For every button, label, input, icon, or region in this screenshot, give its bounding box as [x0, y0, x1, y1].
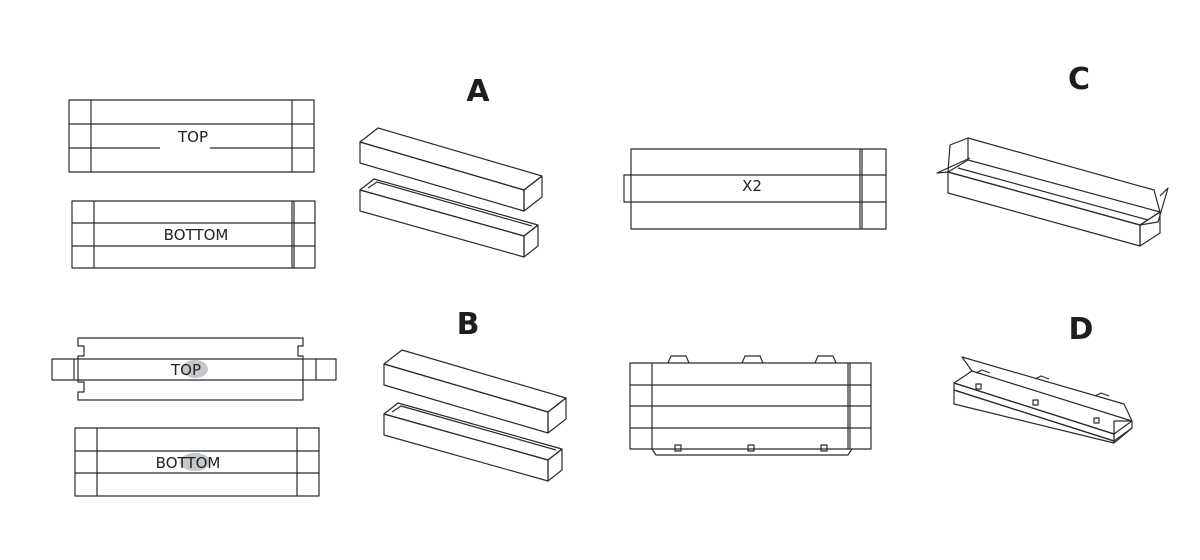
- label-d: D: [1069, 312, 1094, 347]
- highlight-mark: [182, 360, 208, 378]
- bottom-panel-a: BOTTOM: [71, 200, 316, 269]
- bottom-label-b: BOTTOM: [156, 454, 221, 472]
- top-panel-a: TOP: [68, 99, 315, 173]
- x2-label: X2: [742, 177, 762, 195]
- d-panel: [629, 355, 872, 456]
- top-label-a: TOP: [177, 128, 208, 146]
- bottom-label-a: BOTTOM: [164, 226, 229, 244]
- box-d-open: [953, 356, 1133, 444]
- top-panel-b: TOP: [51, 337, 337, 401]
- label-a: A: [466, 74, 490, 109]
- bottom-panel-b: BOTTOM: [74, 427, 320, 497]
- top-label-b: TOP: [170, 361, 201, 379]
- label-b: B: [457, 307, 480, 342]
- x2-panel: X2: [623, 148, 887, 230]
- highlight-mark: [180, 453, 210, 471]
- box-c-open: [936, 137, 1169, 247]
- box-a-lid: [359, 127, 543, 212]
- box-b-tray: [383, 402, 563, 482]
- box-b-lid: [383, 349, 567, 434]
- box-a-tray: [359, 178, 539, 258]
- label-c: C: [1068, 62, 1090, 97]
